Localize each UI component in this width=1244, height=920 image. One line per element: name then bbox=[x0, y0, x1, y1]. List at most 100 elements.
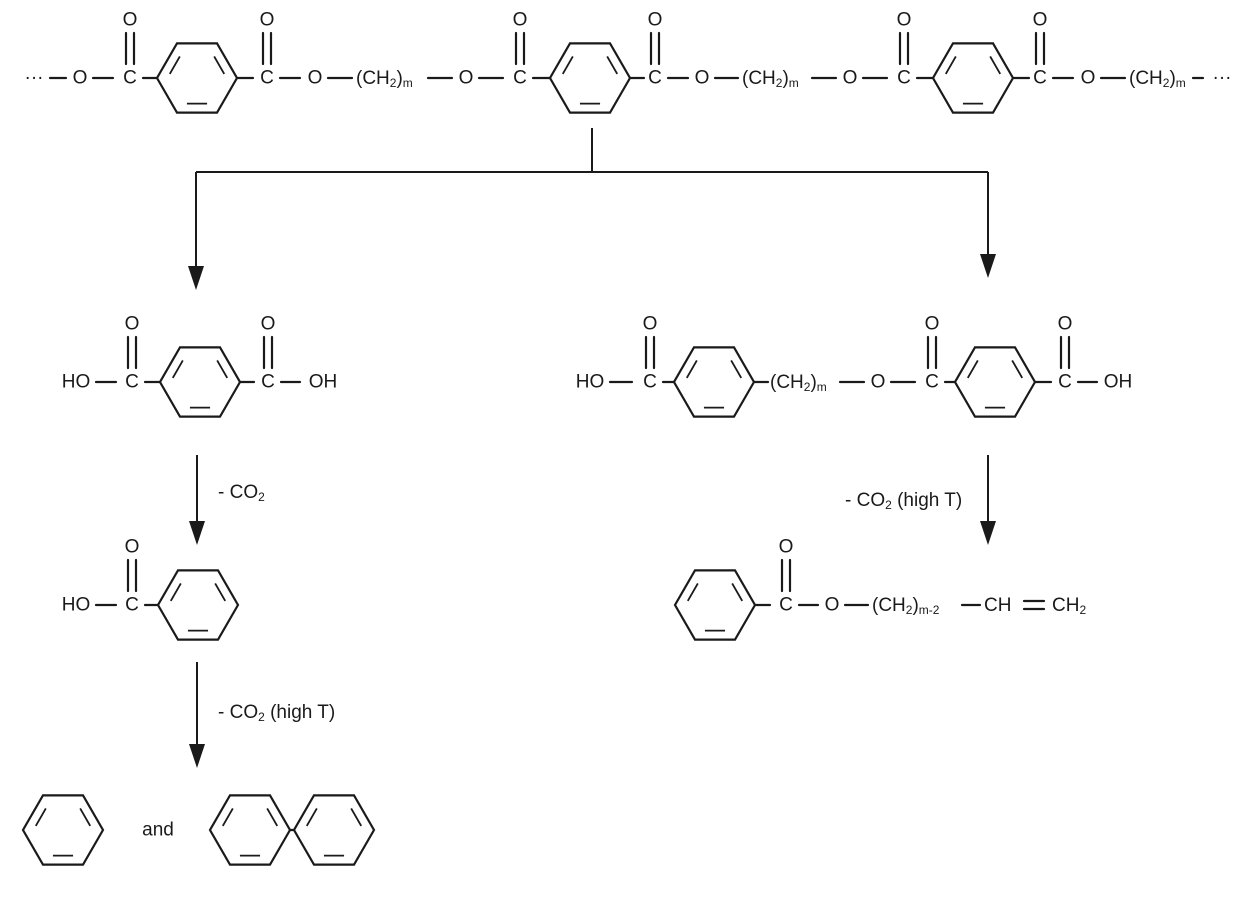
vinyl-ch: CH bbox=[984, 595, 1011, 616]
aromatic-double-bond bbox=[731, 583, 744, 602]
chain-index: m bbox=[789, 76, 799, 90]
carbonyl: CO bbox=[261, 314, 276, 393]
carbonyl: CO bbox=[643, 314, 658, 393]
reaction-arrow bbox=[188, 172, 204, 290]
carbonyl: CO bbox=[260, 10, 275, 89]
reaction-arrow bbox=[980, 455, 996, 545]
ch2-text: (CH bbox=[770, 372, 804, 393]
chain-index: m bbox=[1176, 76, 1186, 90]
carbonyl: CO bbox=[648, 10, 663, 89]
ring-outline bbox=[158, 346, 242, 418]
condition-temperature: (high T) bbox=[265, 702, 335, 723]
aromatic-double-bond bbox=[989, 56, 1002, 75]
oxygen-label: O bbox=[779, 537, 794, 558]
benzene-ring bbox=[672, 346, 756, 418]
aromatic-double-bond bbox=[561, 56, 574, 75]
ring-outline bbox=[548, 42, 632, 114]
aromatic-double-bond bbox=[1011, 360, 1024, 379]
methine-label: CH bbox=[984, 595, 1011, 616]
condition-decarboxylation-1: - CO2 bbox=[218, 482, 265, 505]
ring-outline bbox=[156, 569, 240, 641]
benzene-ring bbox=[156, 569, 240, 641]
vinyl-ch2: CH2 bbox=[1052, 595, 1086, 618]
ester-oxygen: O bbox=[695, 68, 710, 89]
condition-label: - CO2 (high T) bbox=[845, 490, 962, 513]
branch-connector bbox=[188, 128, 996, 290]
aromatic-double-bond bbox=[34, 808, 47, 827]
carbonyl: CO bbox=[897, 10, 912, 89]
methylene-label: CH bbox=[1052, 595, 1079, 616]
aromatic-double-bond bbox=[216, 360, 229, 379]
ch2-text: (CH bbox=[742, 68, 776, 89]
chain-continuation-right: ··· bbox=[1213, 68, 1232, 89]
ch2-subscript: 2 bbox=[776, 76, 783, 90]
carbon-label: C bbox=[125, 372, 139, 393]
ring-outline bbox=[155, 42, 239, 114]
methylene-chain: (CH2)m bbox=[1129, 68, 1186, 91]
ester-oxygen: O bbox=[871, 372, 886, 393]
ester-oxygen: O bbox=[843, 68, 858, 89]
ring-outline bbox=[208, 794, 292, 866]
ring-outline bbox=[672, 346, 756, 418]
benzene-ring bbox=[208, 794, 292, 866]
aromatic-double-bond bbox=[221, 808, 234, 827]
conjunction-and: and bbox=[142, 820, 174, 841]
carbon-label: C bbox=[925, 372, 939, 393]
reaction-arrow bbox=[980, 172, 996, 278]
ring-outline bbox=[673, 569, 757, 641]
aromatic-double-bond bbox=[686, 583, 699, 602]
ch2-subscript: 2 bbox=[906, 603, 913, 617]
chain-index: m-2 bbox=[919, 603, 940, 617]
ring-outline bbox=[21, 794, 105, 866]
ch2-text: (CH bbox=[356, 68, 390, 89]
final-products: and bbox=[21, 794, 376, 866]
carbonyl: CO bbox=[925, 314, 940, 393]
aromatic-double-bond bbox=[606, 56, 619, 75]
aromatic-double-bond bbox=[944, 56, 957, 75]
condition-subscript: 2 bbox=[258, 490, 265, 504]
methylene-subscript: 2 bbox=[1079, 603, 1086, 617]
oxygen-label: O bbox=[648, 10, 663, 31]
condition-label: - CO2 bbox=[218, 482, 265, 505]
ch2-subscript: 2 bbox=[1163, 76, 1170, 90]
oxygen-label: O bbox=[1033, 10, 1048, 31]
carbon-label: C bbox=[513, 68, 527, 89]
oxygen-label: O bbox=[897, 10, 912, 31]
benzene-ring bbox=[158, 346, 242, 418]
methylene-chain: (CH2)m bbox=[742, 68, 799, 91]
ch2-subscript: 2 bbox=[804, 380, 811, 394]
ester-oxygen: O bbox=[825, 595, 840, 616]
arrow-head bbox=[188, 266, 204, 290]
ring-outline bbox=[292, 794, 376, 866]
arrow-head bbox=[980, 521, 996, 545]
ch2-subscript: 2 bbox=[390, 76, 397, 90]
condition-temperature: (high T) bbox=[892, 490, 962, 511]
oxygen-label: O bbox=[261, 314, 276, 335]
hydroxyl-label: HO bbox=[62, 595, 91, 616]
aromatic-double-bond bbox=[350, 808, 363, 827]
methylene-chain: (CH2)m bbox=[356, 68, 413, 91]
aromatic-double-bond bbox=[169, 583, 182, 602]
arrow-head bbox=[980, 254, 996, 278]
benzene-ring bbox=[673, 569, 757, 641]
oxygen-label: O bbox=[513, 10, 528, 31]
methylene-chain: (CH2)m bbox=[770, 372, 827, 395]
condition-label: - CO2 (high T) bbox=[218, 702, 335, 725]
oxygen-label: O bbox=[643, 314, 658, 335]
carbonyl: CO bbox=[123, 10, 138, 89]
ester-oxygen: O bbox=[73, 68, 88, 89]
oxygen-label: O bbox=[1058, 314, 1073, 335]
carbonyl: CO bbox=[125, 314, 140, 393]
condition-text: - CO bbox=[218, 482, 258, 503]
ch2-text: (CH bbox=[872, 595, 906, 616]
condition-decarboxylation-2: - CO2 (high T) bbox=[218, 702, 335, 725]
aromatic-double-bond bbox=[266, 808, 279, 827]
benzene-ring bbox=[548, 42, 632, 114]
ring-outline bbox=[953, 346, 1037, 418]
aromatic-double-bond bbox=[214, 583, 227, 602]
benzene-ring bbox=[155, 42, 239, 114]
aromatic-double-bond bbox=[171, 360, 184, 379]
